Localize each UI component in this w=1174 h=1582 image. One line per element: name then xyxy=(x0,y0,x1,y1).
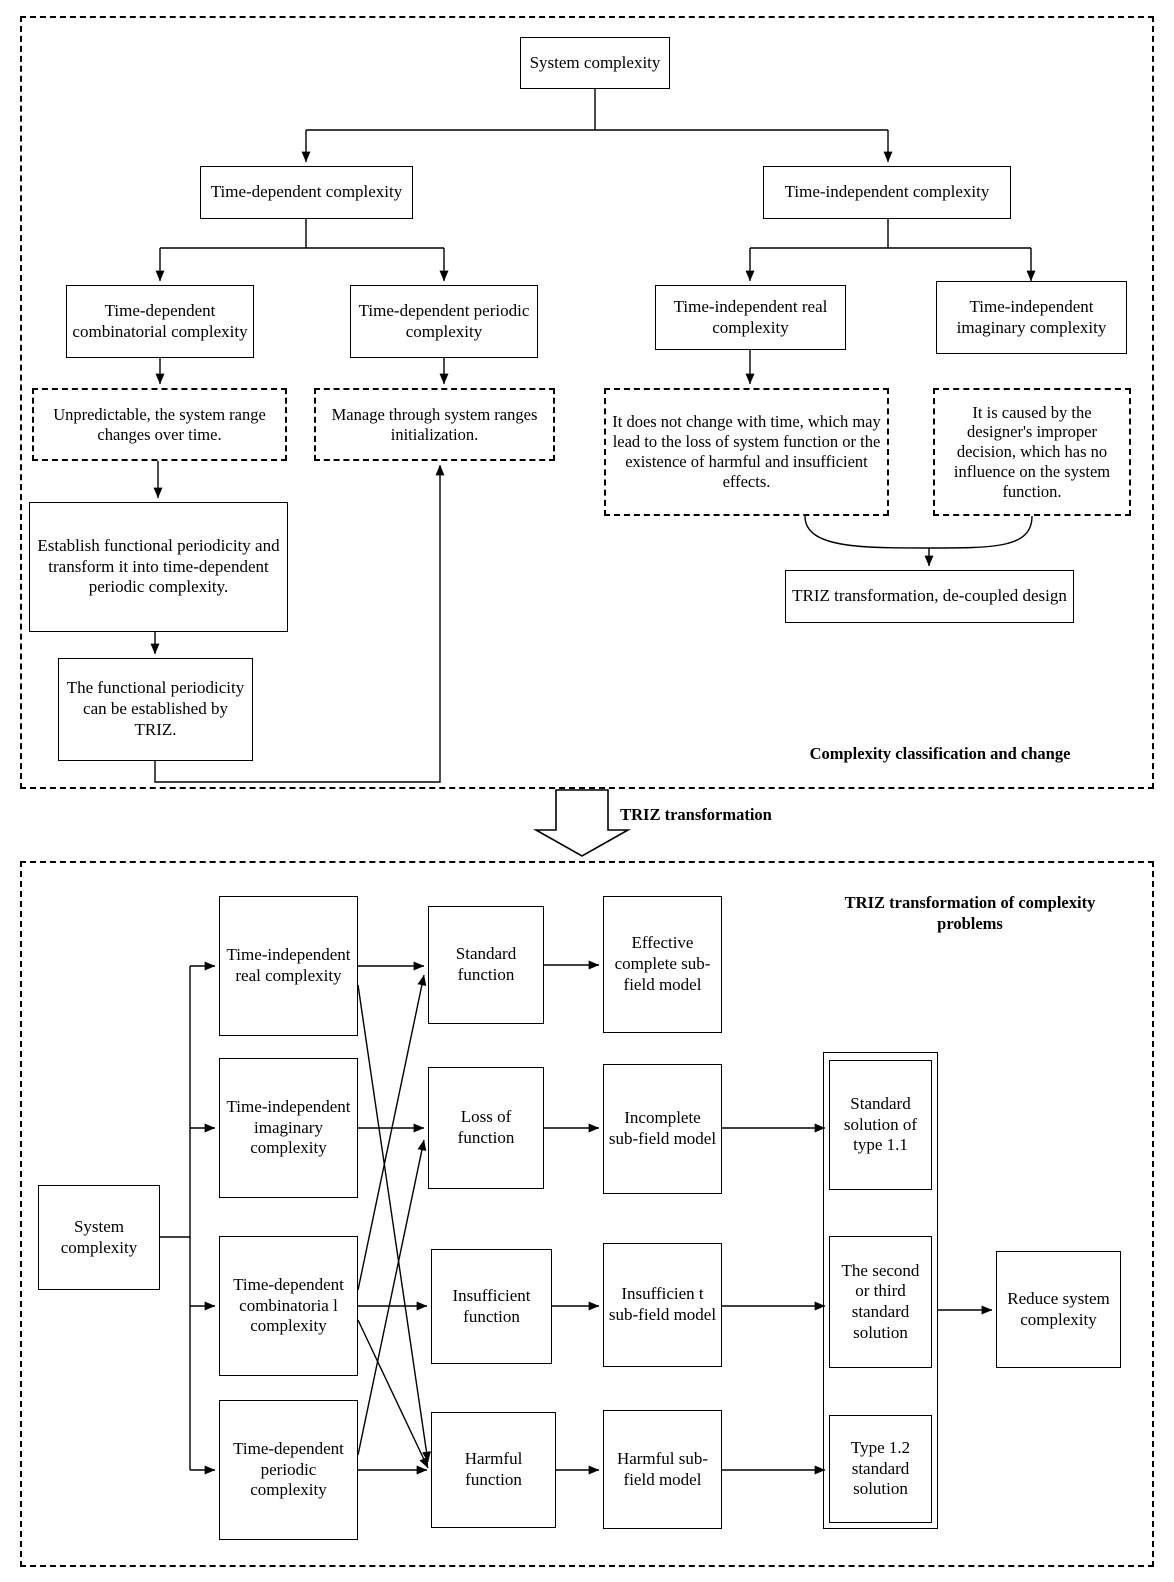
node-time-dependent-complexity: Time-dependent complexity xyxy=(200,166,413,219)
node-insufficient-function: Insufficient function xyxy=(431,1249,552,1364)
node-harmful-model: Harmful sub-field model xyxy=(603,1410,722,1529)
node-reduce-system-complexity: Reduce system complexity xyxy=(996,1251,1121,1368)
node-ti-imaginary-complexity: Time-independent imaginary complexity xyxy=(936,281,1127,354)
complexity-classification-panel xyxy=(20,16,1154,789)
caption-complexity-classification: Complexity classification and change xyxy=(809,744,1071,763)
node-bottom-td-combinatorial: Time-dependent combinatoria l complexity xyxy=(219,1236,358,1376)
caption-triz-transformation: TRIZ transformation of complexity proble… xyxy=(844,893,1096,933)
node-standard-solution-1-2: Type 1.2 standard solution xyxy=(829,1415,932,1523)
node-time-independent-complexity: Time-independent complexity xyxy=(763,166,1011,219)
node-standard-function: Standard function xyxy=(428,906,544,1024)
note-designer-decision: It is caused by the designer's improper … xyxy=(933,388,1131,516)
node-standard-solution-second-third: The second or third standard solution xyxy=(829,1236,932,1368)
triz-transformation-panel xyxy=(20,861,1154,1567)
node-standard-solution-1-1: Standard solution of type 1.1 xyxy=(829,1060,932,1190)
node-bottom-ti-real: Time-independent real complexity xyxy=(219,896,358,1036)
node-triz-transformation-decoupled: TRIZ transformation, de-coupled design xyxy=(785,570,1074,623)
group-standard-solutions xyxy=(823,1052,938,1529)
note-manage-ranges: Manage through system ranges initializat… xyxy=(314,388,555,461)
node-incomplete-model: Incomplete sub-field model xyxy=(603,1064,722,1194)
node-system-complexity-bottom: System complexity xyxy=(38,1185,160,1290)
node-effective-complete-model: Effective complete sub-field model xyxy=(603,896,722,1033)
node-harmful-function: Harmful function xyxy=(431,1412,556,1528)
node-system-complexity-top: System complexity xyxy=(520,37,670,89)
node-loss-of-function: Loss of function xyxy=(428,1067,544,1189)
node-insufficient-model: Insufficien t sub-field model xyxy=(603,1243,722,1367)
note-unpredictable: Unpredictable, the system range changes … xyxy=(32,388,287,461)
node-ti-real-complexity: Time-independent real complexity xyxy=(655,285,846,350)
connector-label-triz-transformation: TRIZ transformation xyxy=(620,805,772,824)
node-td-periodic-complexity: Time-dependent periodic complexity xyxy=(350,285,538,358)
node-bottom-ti-imaginary: Time-independent imaginary complexity xyxy=(219,1058,358,1198)
node-functional-periodicity-triz: The functional periodicity can be establ… xyxy=(58,658,253,761)
node-establish-functional-periodicity: Establish functional periodicity and tra… xyxy=(29,502,288,632)
node-td-combinatorial-complexity: Time-dependent combinatorial complexity xyxy=(66,285,254,358)
node-bottom-td-periodic: Time-dependent periodic complexity xyxy=(219,1400,358,1540)
note-no-change-with-time: It does not change with time, which may … xyxy=(604,388,889,516)
